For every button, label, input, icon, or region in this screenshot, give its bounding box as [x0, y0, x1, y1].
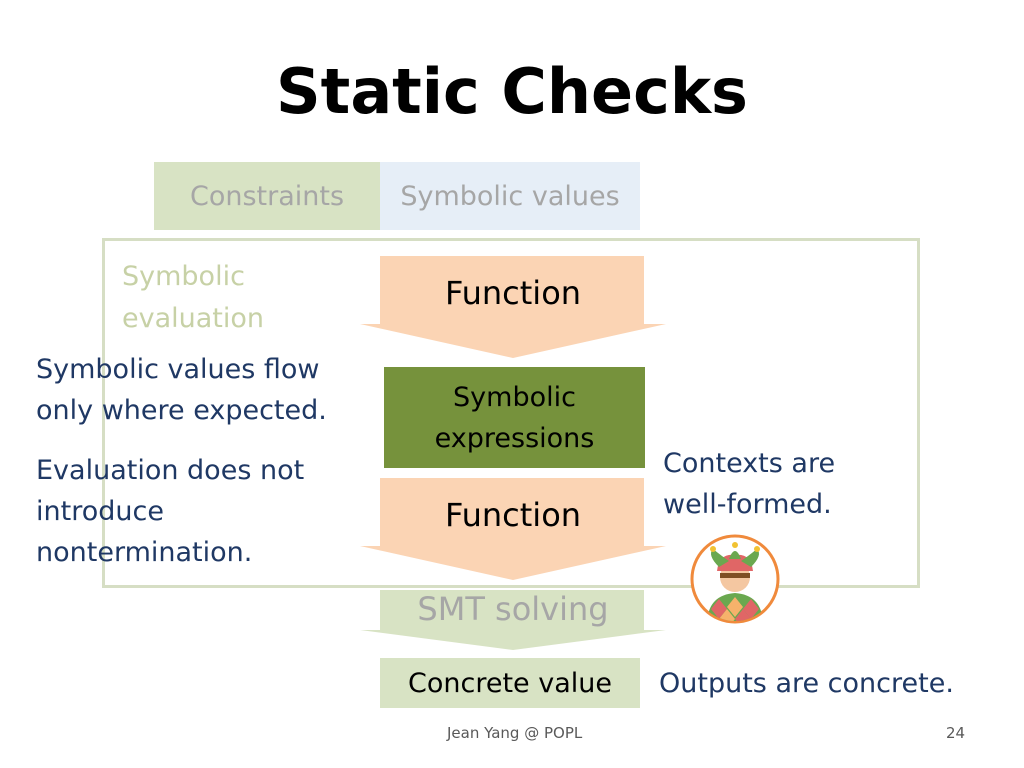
symbolic-expressions-line1: Symbolic	[453, 381, 576, 413]
footer-author: Jean Yang @ POPL	[447, 724, 583, 742]
note-nontermination: Evaluation does not introduce nontermina…	[36, 450, 304, 573]
smt-solving-arrow	[360, 590, 666, 650]
symbolic-evaluation-label: Symbolic evaluation	[122, 261, 265, 334]
symbolic-expressions-box: Symbolic expressions	[384, 367, 645, 468]
note-nontermination-line1: Evaluation does not	[36, 455, 305, 486]
page-number: 24	[946, 724, 966, 742]
function-arrow-top	[360, 256, 666, 358]
function-label-top: Function	[444, 274, 582, 312]
constraints-tab: Constraints	[154, 162, 380, 230]
note-symbolic-flow-line1: Symbolic values flow	[36, 354, 320, 385]
concrete-value-box: Concrete value	[380, 658, 640, 708]
note-nontermination-line2: introduce	[36, 496, 164, 527]
slide-title: Static Checks	[276, 55, 748, 128]
symbolic-expressions-line2: expressions	[434, 422, 595, 454]
note-outputs: Outputs are concrete.	[659, 668, 954, 699]
note-contexts-line2: well-formed.	[663, 489, 832, 520]
function-arrow-bottom	[360, 478, 666, 580]
symbolic-evaluation-box	[102, 238, 920, 588]
note-nontermination-line3: nontermination.	[36, 537, 253, 568]
note-symbolic-flow: Symbolic values flow only where expected…	[36, 349, 327, 431]
note-symbolic-flow-line2: only where expected.	[36, 395, 327, 426]
symbolic-values-tab: Symbolic values	[380, 162, 640, 230]
jester-avatar-icon	[690, 534, 780, 624]
note-contexts: Contexts are well-formed.	[663, 443, 835, 525]
smt-solving-label: SMT solving	[417, 590, 609, 628]
function-label-bottom: Function	[444, 496, 582, 534]
note-contexts-line1: Contexts are	[663, 448, 836, 479]
